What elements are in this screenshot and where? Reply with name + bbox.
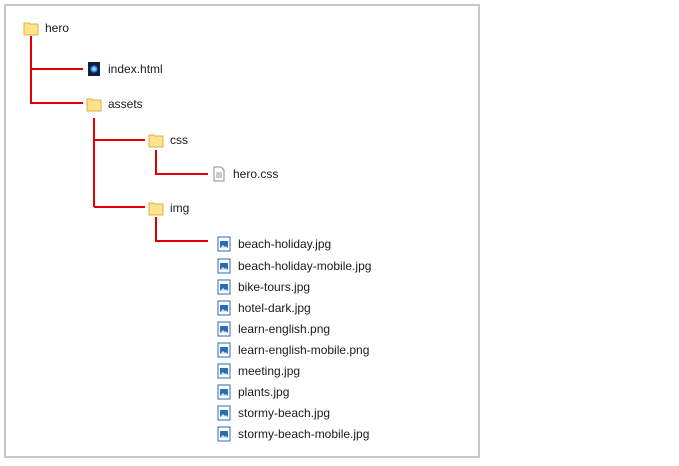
tree-node-index-html[interactable]: index.html — [86, 59, 163, 79]
tree-node-label: plants.jpg — [238, 385, 290, 399]
tree-node-label: learn-english-mobile.png — [238, 343, 370, 357]
image-file-icon — [216, 384, 232, 400]
folder-icon — [148, 200, 164, 216]
folder-icon — [86, 96, 102, 112]
tree-node-label: beach-holiday-mobile.jpg — [238, 259, 372, 273]
tree-node-label: index.html — [108, 62, 163, 76]
connector-hero-index — [30, 36, 83, 70]
tree-node-label: meeting.jpg — [238, 364, 301, 378]
tree-node-image-file[interactable]: learn-english.png — [216, 319, 330, 339]
image-file-icon — [216, 426, 232, 442]
tree-node-image-file[interactable]: bike-tours.jpg — [216, 277, 310, 297]
tree-node-label: css — [170, 133, 188, 147]
tree-node-hero[interactable]: hero — [23, 18, 69, 38]
image-file-icon — [216, 405, 232, 421]
connector-assets-css — [93, 118, 145, 207]
tree-node-label: stormy-beach-mobile.jpg — [238, 427, 370, 441]
image-file-icon — [216, 342, 232, 358]
folder-icon — [148, 132, 164, 148]
tree-node-css[interactable]: css — [148, 130, 188, 150]
tree-node-img[interactable]: img — [148, 198, 189, 218]
image-file-icon — [216, 363, 232, 379]
tree-node-label: assets — [108, 97, 143, 111]
tree-node-assets[interactable]: assets — [86, 94, 143, 114]
image-file-icon — [216, 258, 232, 274]
tree-node-image-file[interactable]: beach-holiday-mobile.jpg — [216, 256, 371, 276]
tree-node-label: img — [170, 201, 190, 215]
tree-node-image-file[interactable]: meeting.jpg — [216, 361, 300, 381]
tree-node-label: learn-english.png — [238, 322, 331, 336]
tree-node-label: bike-tours.jpg — [238, 280, 311, 294]
folder-icon — [23, 20, 39, 36]
image-file-icon — [216, 300, 232, 316]
connector-hero-assets — [30, 69, 83, 104]
tree-node-image-file[interactable]: hotel-dark.jpg — [216, 298, 311, 318]
diagram-frame — [4, 4, 480, 458]
tree-node-image-file[interactable]: plants.jpg — [216, 382, 289, 402]
tree-node-image-file[interactable]: learn-english-mobile.png — [216, 340, 369, 360]
image-file-icon — [216, 279, 232, 295]
tree-node-image-file[interactable]: stormy-beach-mobile.jpg — [216, 424, 369, 444]
html-file-icon — [86, 61, 102, 77]
tree-node-image-file[interactable]: stormy-beach.jpg — [216, 403, 330, 423]
text-file-icon — [211, 166, 227, 182]
tree-node-label: hero.css — [233, 167, 279, 181]
tree-node-image-file[interactable]: beach-holiday.jpg — [216, 234, 331, 254]
tree-node-hero-css[interactable]: hero.css — [211, 164, 278, 184]
tree-node-label: hotel-dark.jpg — [238, 301, 311, 315]
image-file-icon — [216, 321, 232, 337]
tree-node-label: hero — [45, 21, 70, 35]
connector-css-herocss — [155, 150, 208, 175]
image-file-icon — [216, 236, 232, 252]
connector-img-files — [155, 217, 208, 242]
tree-node-label: beach-holiday.jpg — [238, 237, 332, 251]
tree-node-label: stormy-beach.jpg — [238, 406, 331, 420]
